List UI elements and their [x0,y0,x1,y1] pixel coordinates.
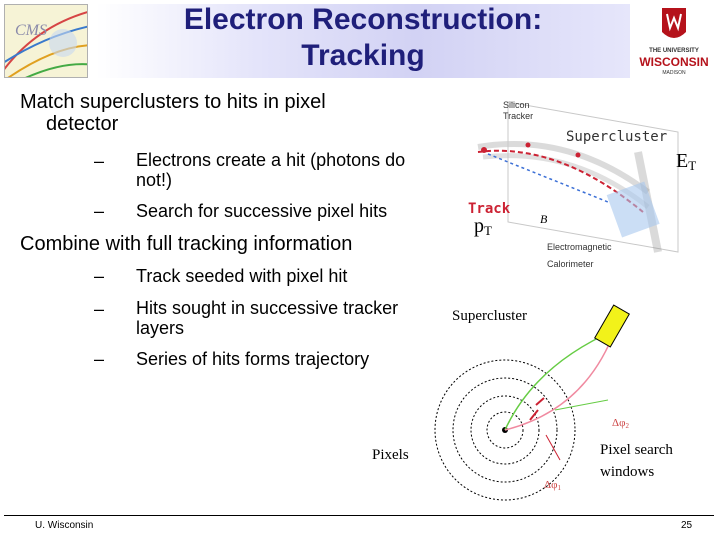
dash-2: – [94,201,105,221]
footer-divider [4,515,714,516]
title-line-2: Tracking [301,39,425,72]
dash-3: – [94,266,105,286]
silicon-tracker-label-2: Tracker [503,111,533,121]
window-pointer-1 [554,399,609,411]
track-label: Track [468,201,511,217]
pixel-hit-1 [481,147,487,153]
bfield-label: B [540,212,548,226]
sub-bullet-electrons: Electrons create a hit (photons do not!) [136,150,446,190]
supercluster-label-top: Supercluster [566,129,667,145]
dphi1-text: Δφ [544,479,557,491]
bullet-match-line-2: detector [46,113,119,135]
sub-bullet-hits: Hits sought in successive tracker layers [136,298,446,338]
dash-5: – [94,349,105,369]
pixel-layer-1 [486,411,524,449]
uw-line-1: THE UNIVERSITY [649,48,699,54]
pixel-search-label-1: Pixel search [600,442,673,458]
dash-1: – [94,151,105,171]
footer-affiliation: U. Wisconsin [35,520,94,531]
ecal-label-2: Calorimeter [547,259,594,269]
dash-4: – [94,299,105,319]
pixel-layer-2 [470,395,540,465]
pt-sub: T [484,223,492,238]
bullet-combine: Combine with full tracking information [20,233,353,255]
ecal-supercluster-deposit [606,181,660,238]
dphi1-label: Δφ1 [544,479,561,492]
sub-bullet-electrons-line-1: Electrons create a hit (photons do [136,150,406,170]
pt-text: p [474,215,484,237]
uw-logo: THE UNIVERSITY WISCONSIN MADISON [632,4,716,78]
window-pointer-2 [545,434,561,461]
pixel-hit-3 [575,152,581,158]
uw-line-2: WISCONSIN [639,55,708,69]
cms-logo: CMS [4,4,88,78]
tracker-layer-1 [477,141,650,195]
slide-title: Electron Reconstruction: Tracking [96,2,630,74]
page-number: 25 [681,520,693,531]
supercluster-box [594,304,630,348]
search-window-marks [529,397,545,421]
bullet-match-line-1: Match superclusters to hits in pixel [20,91,326,113]
green-path [504,329,616,431]
sub-bullet-series: Series of hits forms trajectory [136,349,370,369]
pixel-layer-3 [452,377,558,483]
et-text: E [676,150,688,172]
sub-bullet-search: Search for successive pixel hits [136,201,388,221]
bullet-match: Match superclusters to hits in pixel det… [20,91,440,135]
dphi1-sub: 1 [557,484,561,492]
et-sub: T [688,158,696,173]
tracker-box [507,101,679,253]
dphi2-sub: 2 [625,422,629,430]
pink-path [504,329,616,431]
sub-bullet-electrons-line-2: not!) [136,170,173,190]
title-band [96,4,630,78]
pt-label: pT [474,215,492,238]
title-line-1: Electron Reconstruction: [183,3,543,36]
pixel-hit-2 [525,142,531,148]
ecal-label-1: Electromagnetic [547,242,612,252]
dphi2-text: Δφ [612,417,625,429]
sub-bullet-hits-line-1: Hits sought in successive tracker [136,298,399,318]
silicon-tracker-label-1: Silicon [503,100,530,110]
uw-line-3: MADISON [662,70,686,76]
sub-bullet-seeded: Track seeded with pixel hit [136,266,348,286]
cms-text: CMS [15,22,47,39]
electron-tracker-diagram: Silicon Tracker Supercluster ET Track pT… [468,100,696,269]
supercluster-label-bottom: Supercluster [452,308,527,324]
dphi2-label: Δφ2 [612,417,629,430]
pixels-label: Pixels [372,447,409,463]
pixel-layer-4 [434,359,576,501]
et-label: ET [676,150,696,173]
pixel-search-label-2: windows [600,464,654,480]
sub-bullet-hits-line-2: layers [136,318,185,338]
pixel-window-diagram: Supercluster Pixels Pixel search windows… [372,304,673,501]
